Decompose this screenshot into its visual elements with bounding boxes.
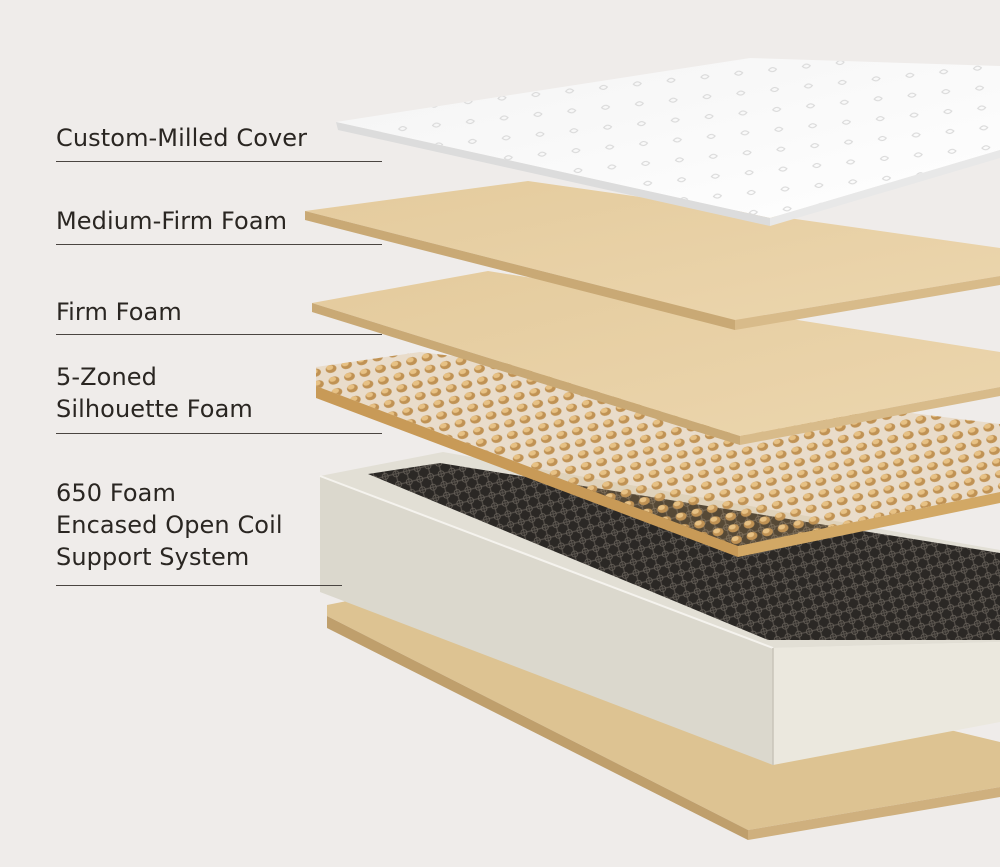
label-cover: Custom-Milled Cover — [56, 124, 308, 152]
divider-line — [56, 433, 382, 434]
label-coil-support: 650 Foam Encased Open Coil Support Syste… — [56, 479, 283, 571]
cover-layer — [336, 58, 1000, 226]
label-firm-foam: Firm Foam — [56, 298, 182, 326]
label-medium-firm-foam: Medium-Firm Foam — [56, 207, 288, 235]
divider-line — [56, 585, 342, 586]
divider-line — [56, 334, 382, 335]
divider-line — [56, 244, 382, 245]
medium-firm-foam-layer — [305, 181, 1000, 330]
label-zoned-foam: 5-Zoned Silhouette Foam — [56, 363, 253, 423]
firm-foam-layer — [312, 271, 1000, 445]
divider-line — [56, 161, 382, 162]
zoned-foam-layer — [316, 352, 1000, 557]
coil-support-unit — [319, 452, 1000, 765]
